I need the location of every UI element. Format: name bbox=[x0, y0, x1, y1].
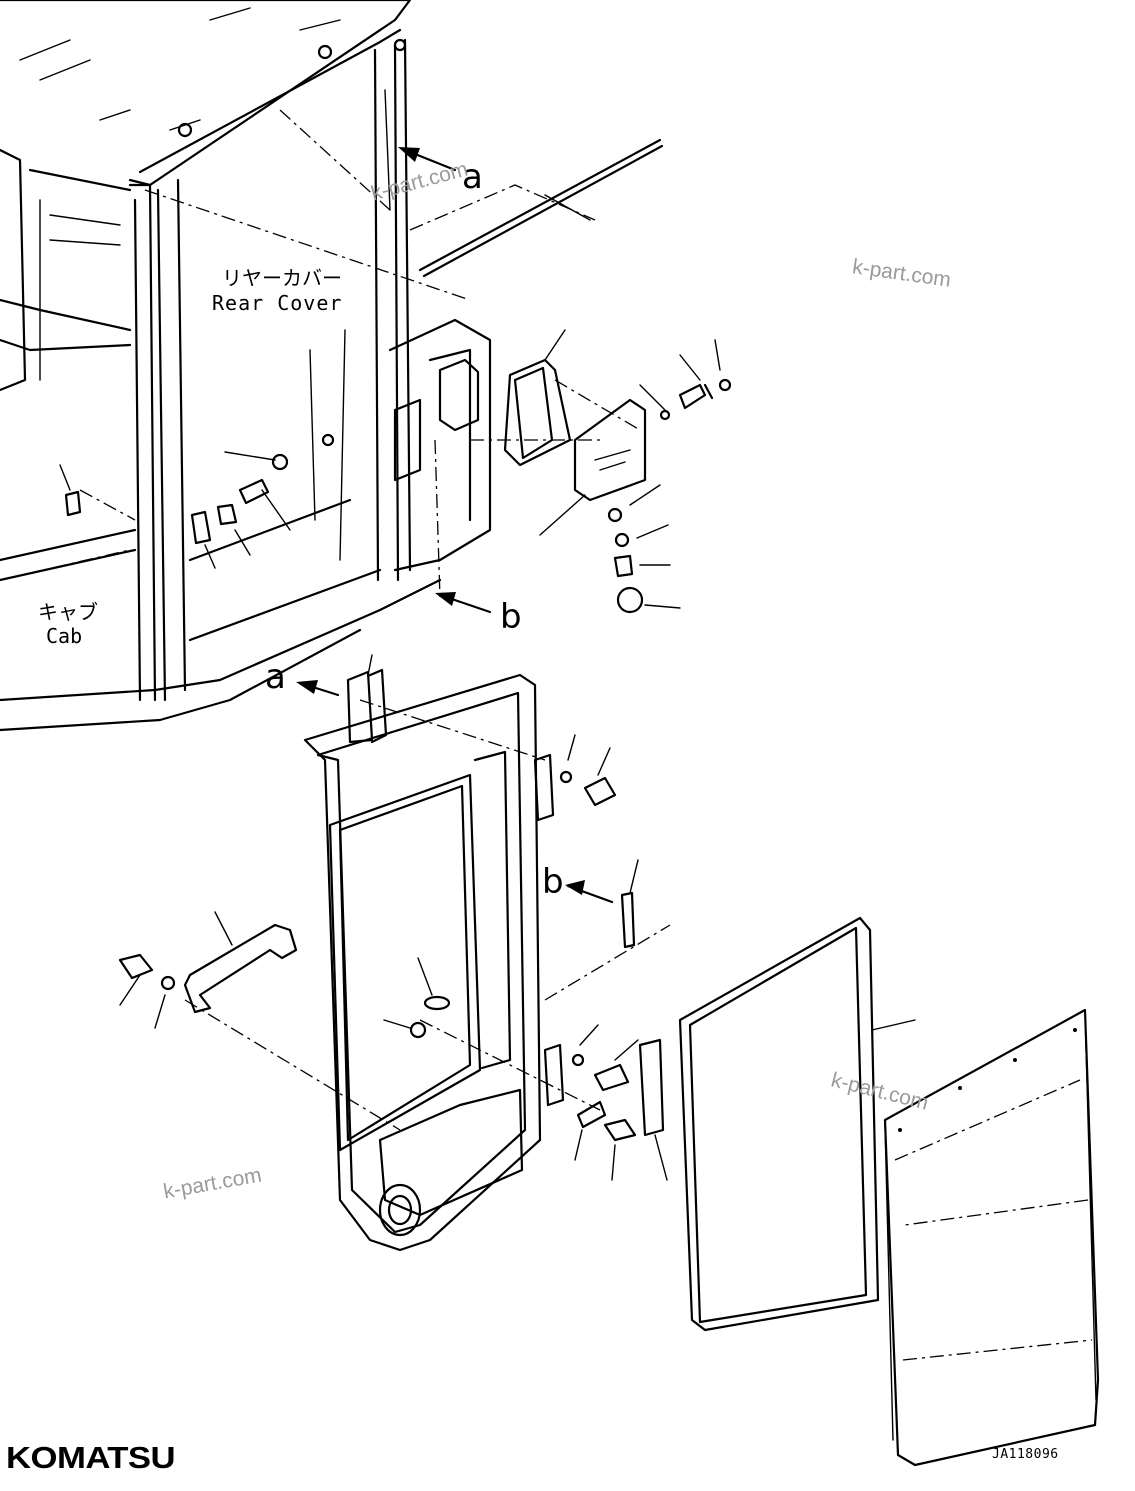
callout-b-door: b bbox=[542, 862, 564, 902]
door-hinge-bolts bbox=[559, 734, 639, 1092]
pillar-fittings bbox=[59, 433, 335, 569]
cab-label-en: Cab bbox=[46, 624, 83, 648]
drawing-code: JA118096 bbox=[992, 1447, 1059, 1462]
door-handle bbox=[118, 911, 298, 1029]
rear-cover-label-jp: リヤーカバー bbox=[222, 266, 342, 290]
door-frame bbox=[303, 673, 565, 1252]
latch-assembly bbox=[503, 329, 732, 614]
upper-hinge bbox=[296, 654, 388, 744]
cab-label-jp: キャブ bbox=[38, 600, 98, 624]
komatsu-logo: KOMATSU bbox=[6, 1440, 176, 1475]
glass-panel bbox=[678, 916, 916, 1332]
callout-a-top: a bbox=[462, 157, 483, 197]
panel-cover bbox=[883, 1008, 1100, 1467]
callout-b-top: b bbox=[500, 597, 522, 637]
cab-frame bbox=[0, 0, 671, 1131]
callout-a-door: a bbox=[265, 657, 286, 697]
rear-cover-label-en: Rear Cover bbox=[212, 291, 343, 315]
callout-arrows bbox=[398, 147, 492, 614]
seal-strip bbox=[418, 138, 664, 278]
door-catches bbox=[383, 957, 668, 1181]
